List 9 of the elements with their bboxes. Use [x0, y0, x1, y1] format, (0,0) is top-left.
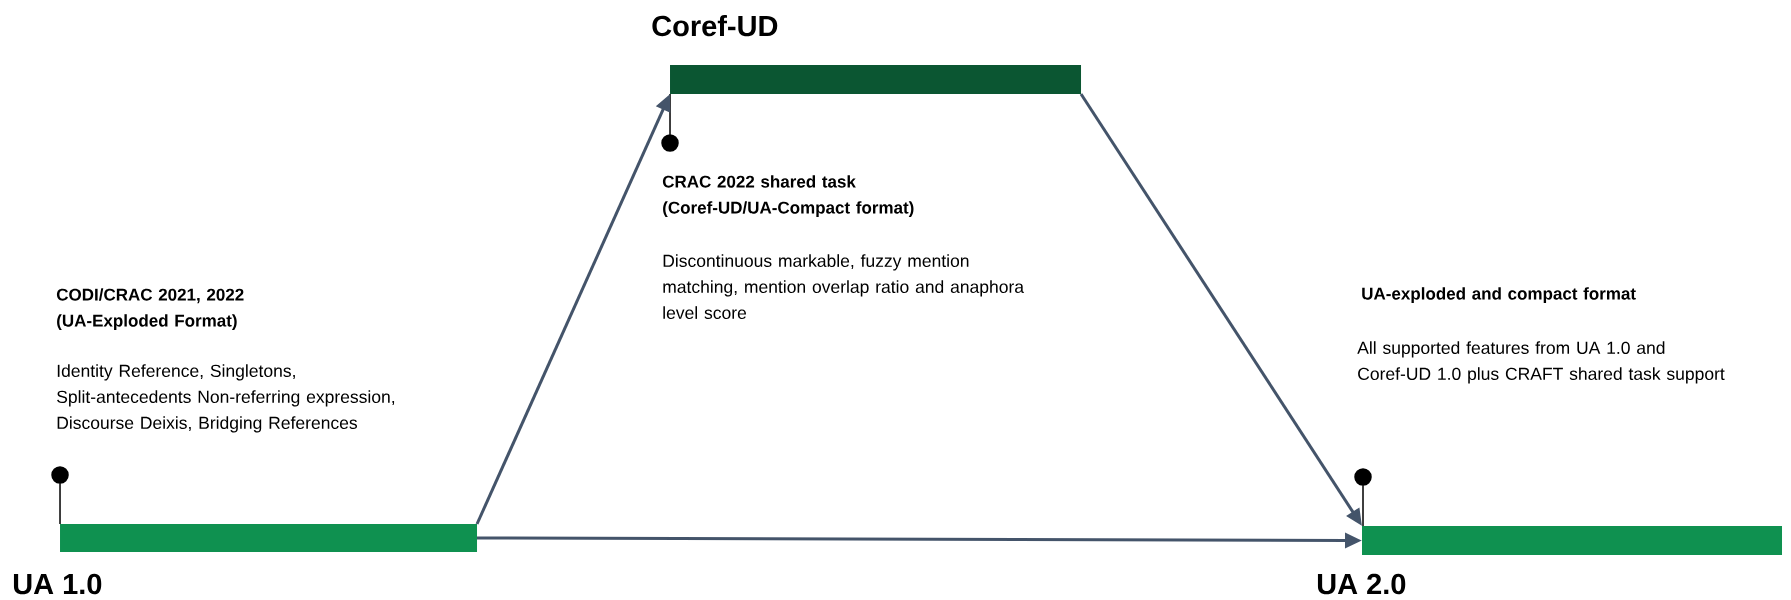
description: Discontinuous markable, fuzzy mention matching, mention overlap ratio and anaphora level score: [663, 254, 1025, 320]
description: All supported features from UA 1.0 and Coref-UD 1.0 plus CRAFT shared task support: [1357, 341, 1725, 384]
stage-title: UA 1.0: [13, 573, 102, 595]
stage-title: UA 2.0: [1317, 573, 1406, 595]
description: Identity Reference, Singletons, Split-antecedents Non-referring expression, Discourse Deixis, Bridging References: [57, 364, 395, 433]
heading: UA-exploded and compact format: [1362, 287, 1636, 304]
heading: CODI/CRAC 2021, 2022 (UA-Exploded Format): [56, 288, 244, 331]
heading: CRAC 2022 shared task (Coref-UD/UA-Compact format): [662, 175, 914, 218]
stage-title: Coref-UD: [652, 15, 778, 37]
